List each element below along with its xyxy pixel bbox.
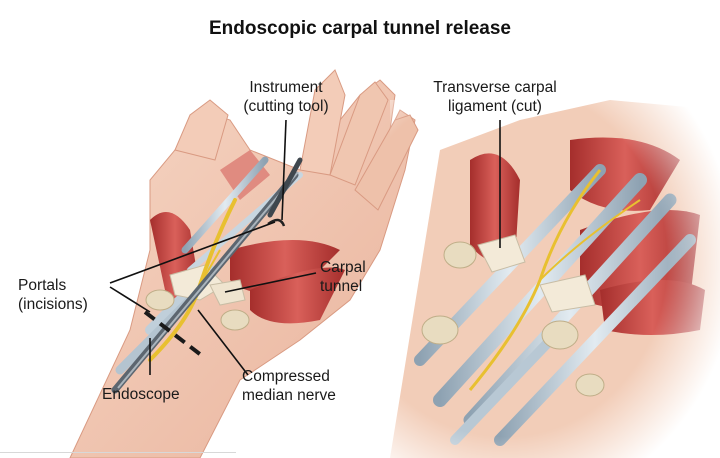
leader-instrument: [281, 119, 287, 221]
label-ligament: Transverse carpal ligament (cut): [433, 79, 557, 115]
label-instrument: Instrument (cutting tool): [243, 79, 329, 115]
leader-portal-upper: [109, 221, 276, 284]
figure-title: Endoscopic carpal tunnel release: [209, 18, 511, 39]
label-portals: Portals (incisions): [18, 277, 88, 313]
leader-carpal-tunnel: [224, 272, 317, 293]
label-endoscope: Endoscope: [102, 386, 180, 403]
left-hand-illustration: [69, 69, 419, 458]
bottom-divider: [0, 452, 236, 453]
label-carpal-tunnel: Carpal tunnel: [320, 259, 366, 295]
leader-portal-lower: [109, 286, 151, 313]
right-closeup-illustration: [390, 100, 720, 458]
leader-median-nerve: [197, 309, 249, 376]
label-compressed-nerve: Compressed median nerve: [242, 368, 336, 404]
leader-lines: [109, 119, 501, 376]
